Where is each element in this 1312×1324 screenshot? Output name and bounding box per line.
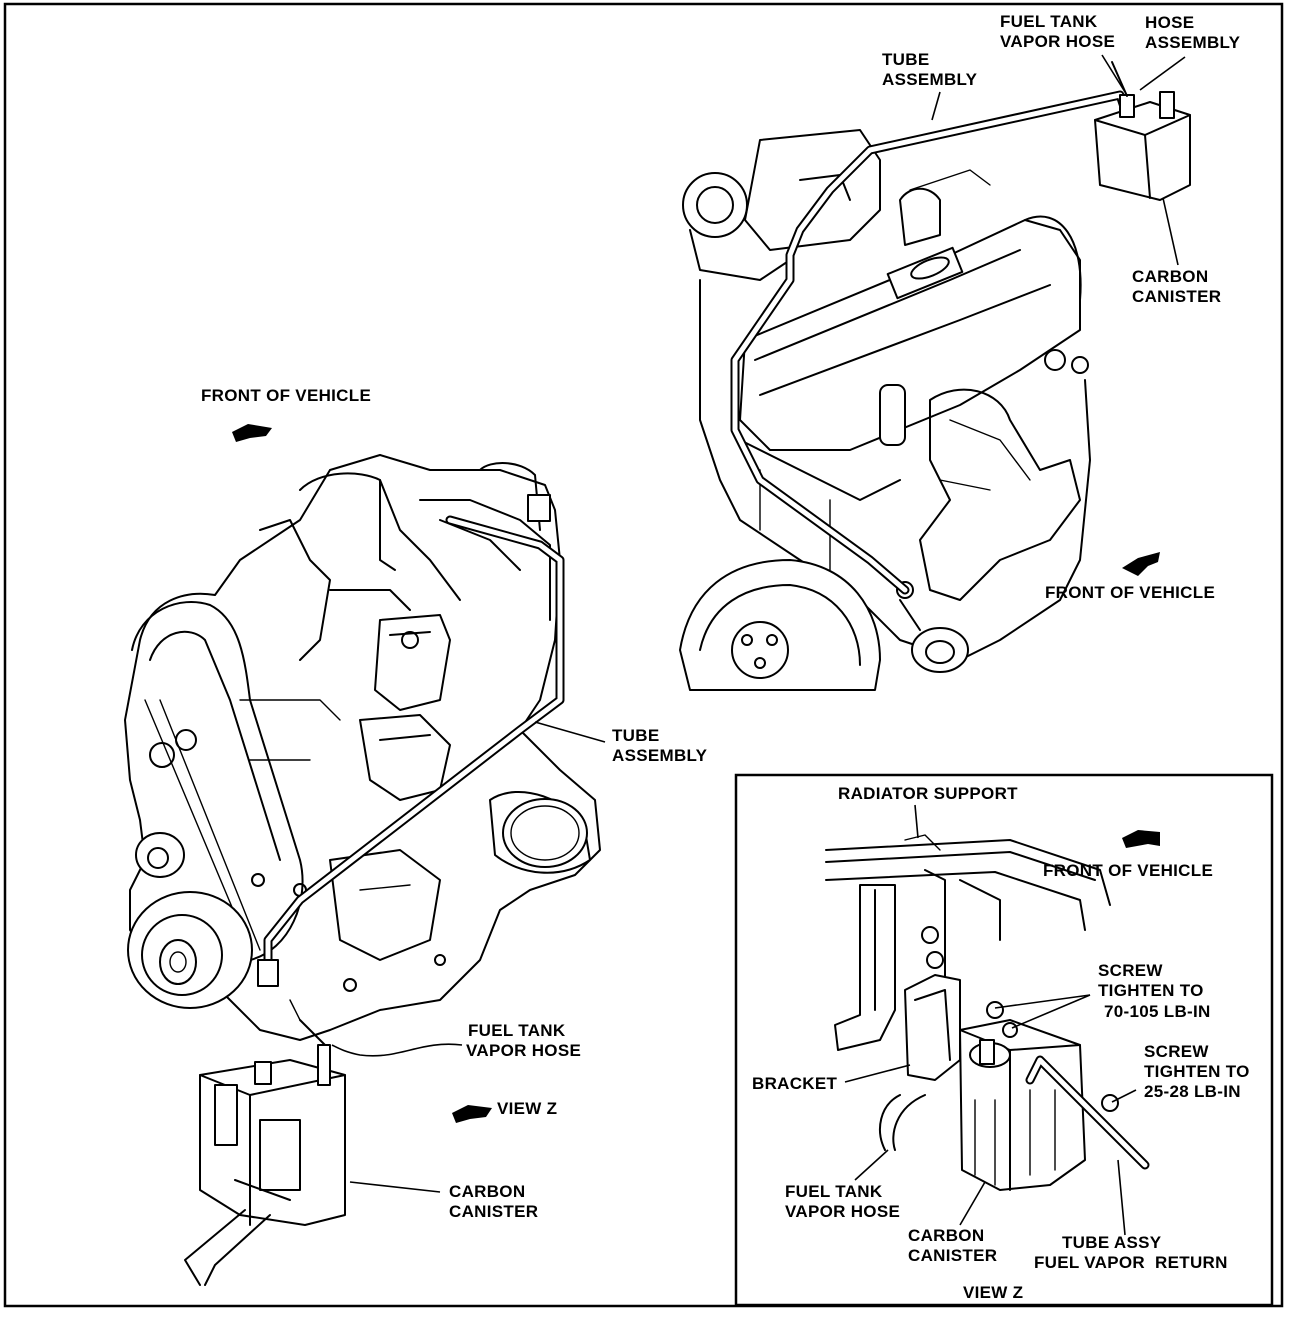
left-engine-illustration — [124, 454, 601, 1041]
view-z-arrow-icon — [452, 1105, 492, 1123]
label-screw-lower-1: SCREW — [1144, 1042, 1209, 1061]
leader-tube-assembly-left — [534, 721, 606, 743]
label-fuel-tank-hose-left-2: VAPOR HOSE — [466, 1041, 581, 1060]
label-fuel-tank-hose-inset-2: VAPOR HOSE — [785, 1202, 900, 1221]
leader-fuel-tank-hose-right — [1101, 54, 1126, 93]
label-screw-lower-3: 25-28 LB-IN — [1144, 1082, 1241, 1101]
leader-screw-upper-a — [994, 994, 1091, 1009]
label-tube-assy-2: FUEL VAPOR RETURN — [1034, 1253, 1228, 1272]
label-front-of-vehicle-left: FRONT OF VEHICLE — [201, 386, 371, 405]
leader-hose-assembly — [1139, 56, 1186, 91]
label-screw-upper-3: 70-105 LB-IN — [1104, 1002, 1211, 1021]
view-z-inset-frame — [734, 773, 1274, 1307]
leader-carbon-canister-left — [349, 1181, 441, 1193]
leader-carbon-canister-inset — [959, 1181, 986, 1226]
label-carbon-canister-inset-1: CARBON — [908, 1226, 984, 1245]
label-carbon-canister-left-1: CARBON — [449, 1182, 525, 1201]
leader-carbon-canister-right — [1162, 197, 1179, 266]
inset-front-arrow-icon — [1122, 830, 1160, 848]
label-screw-lower-2: TIGHTEN TO — [1144, 1062, 1250, 1081]
label-radiator-support: RADIATOR SUPPORT — [838, 784, 1018, 803]
label-hose-assembly-1: HOSE — [1145, 13, 1194, 32]
label-screw-upper-2: TIGHTEN TO — [1098, 981, 1204, 1000]
label-carbon-canister-left-2: CANISTER — [449, 1202, 538, 1221]
label-fuel-tank-hose-inset-1: FUEL TANK — [785, 1182, 883, 1201]
label-tube-assembly-left-2: ASSEMBLY — [612, 746, 708, 765]
left-carbon-canister — [184, 999, 346, 1286]
leader-bracket — [844, 1064, 911, 1083]
right-carbon-canister — [1094, 61, 1191, 201]
leader-radiator-support — [914, 804, 919, 839]
label-fuel-tank-hose-right-1: FUEL TANK — [1000, 12, 1098, 31]
label-tube-assembly-left-1: TUBE — [612, 726, 659, 745]
label-fuel-tank-hose-right-2: VAPOR HOSE — [1000, 32, 1115, 51]
label-carbon-canister-inset-2: CANISTER — [908, 1246, 997, 1265]
label-tube-assembly-right-2: ASSEMBLY — [882, 70, 978, 89]
outer-frame — [3, 2, 1284, 1308]
right-front-arrow-icon — [1122, 552, 1160, 576]
label-screw-upper-1: SCREW — [1098, 961, 1163, 980]
label-carbon-canister-right-2: CANISTER — [1132, 287, 1221, 306]
leader-screw-upper-b — [1011, 994, 1091, 1029]
right-engine-illustration — [679, 90, 1130, 691]
leader-tube-assembly-right — [931, 91, 941, 121]
label-tube-assembly-right-1: TUBE — [882, 50, 929, 69]
label-fuel-tank-hose-left-1: FUEL TANK — [468, 1021, 566, 1040]
leader-fuel-tank-hose-inset — [854, 1149, 889, 1181]
leader-fuel-tank-hose-left — [331, 1043, 463, 1057]
leader-tube-assy — [1117, 1159, 1126, 1236]
label-carbon-canister-right-1: CARBON — [1132, 267, 1208, 286]
label-view-z-title: VIEW Z — [963, 1283, 1023, 1302]
label-hose-assembly-2: ASSEMBLY — [1145, 33, 1241, 52]
label-tube-assy-1: TUBE ASSY — [1062, 1233, 1162, 1252]
label-front-of-vehicle-right: FRONT OF VEHICLE — [1045, 583, 1215, 602]
label-view-z-left: VIEW Z — [497, 1099, 557, 1118]
view-z-illustration — [825, 834, 1150, 1191]
label-front-of-vehicle-inset: FRONT OF VEHICLE — [1043, 861, 1213, 880]
leader-screw-lower — [1111, 1089, 1137, 1103]
label-bracket: BRACKET — [752, 1074, 838, 1093]
left-front-arrow-icon — [232, 424, 272, 442]
